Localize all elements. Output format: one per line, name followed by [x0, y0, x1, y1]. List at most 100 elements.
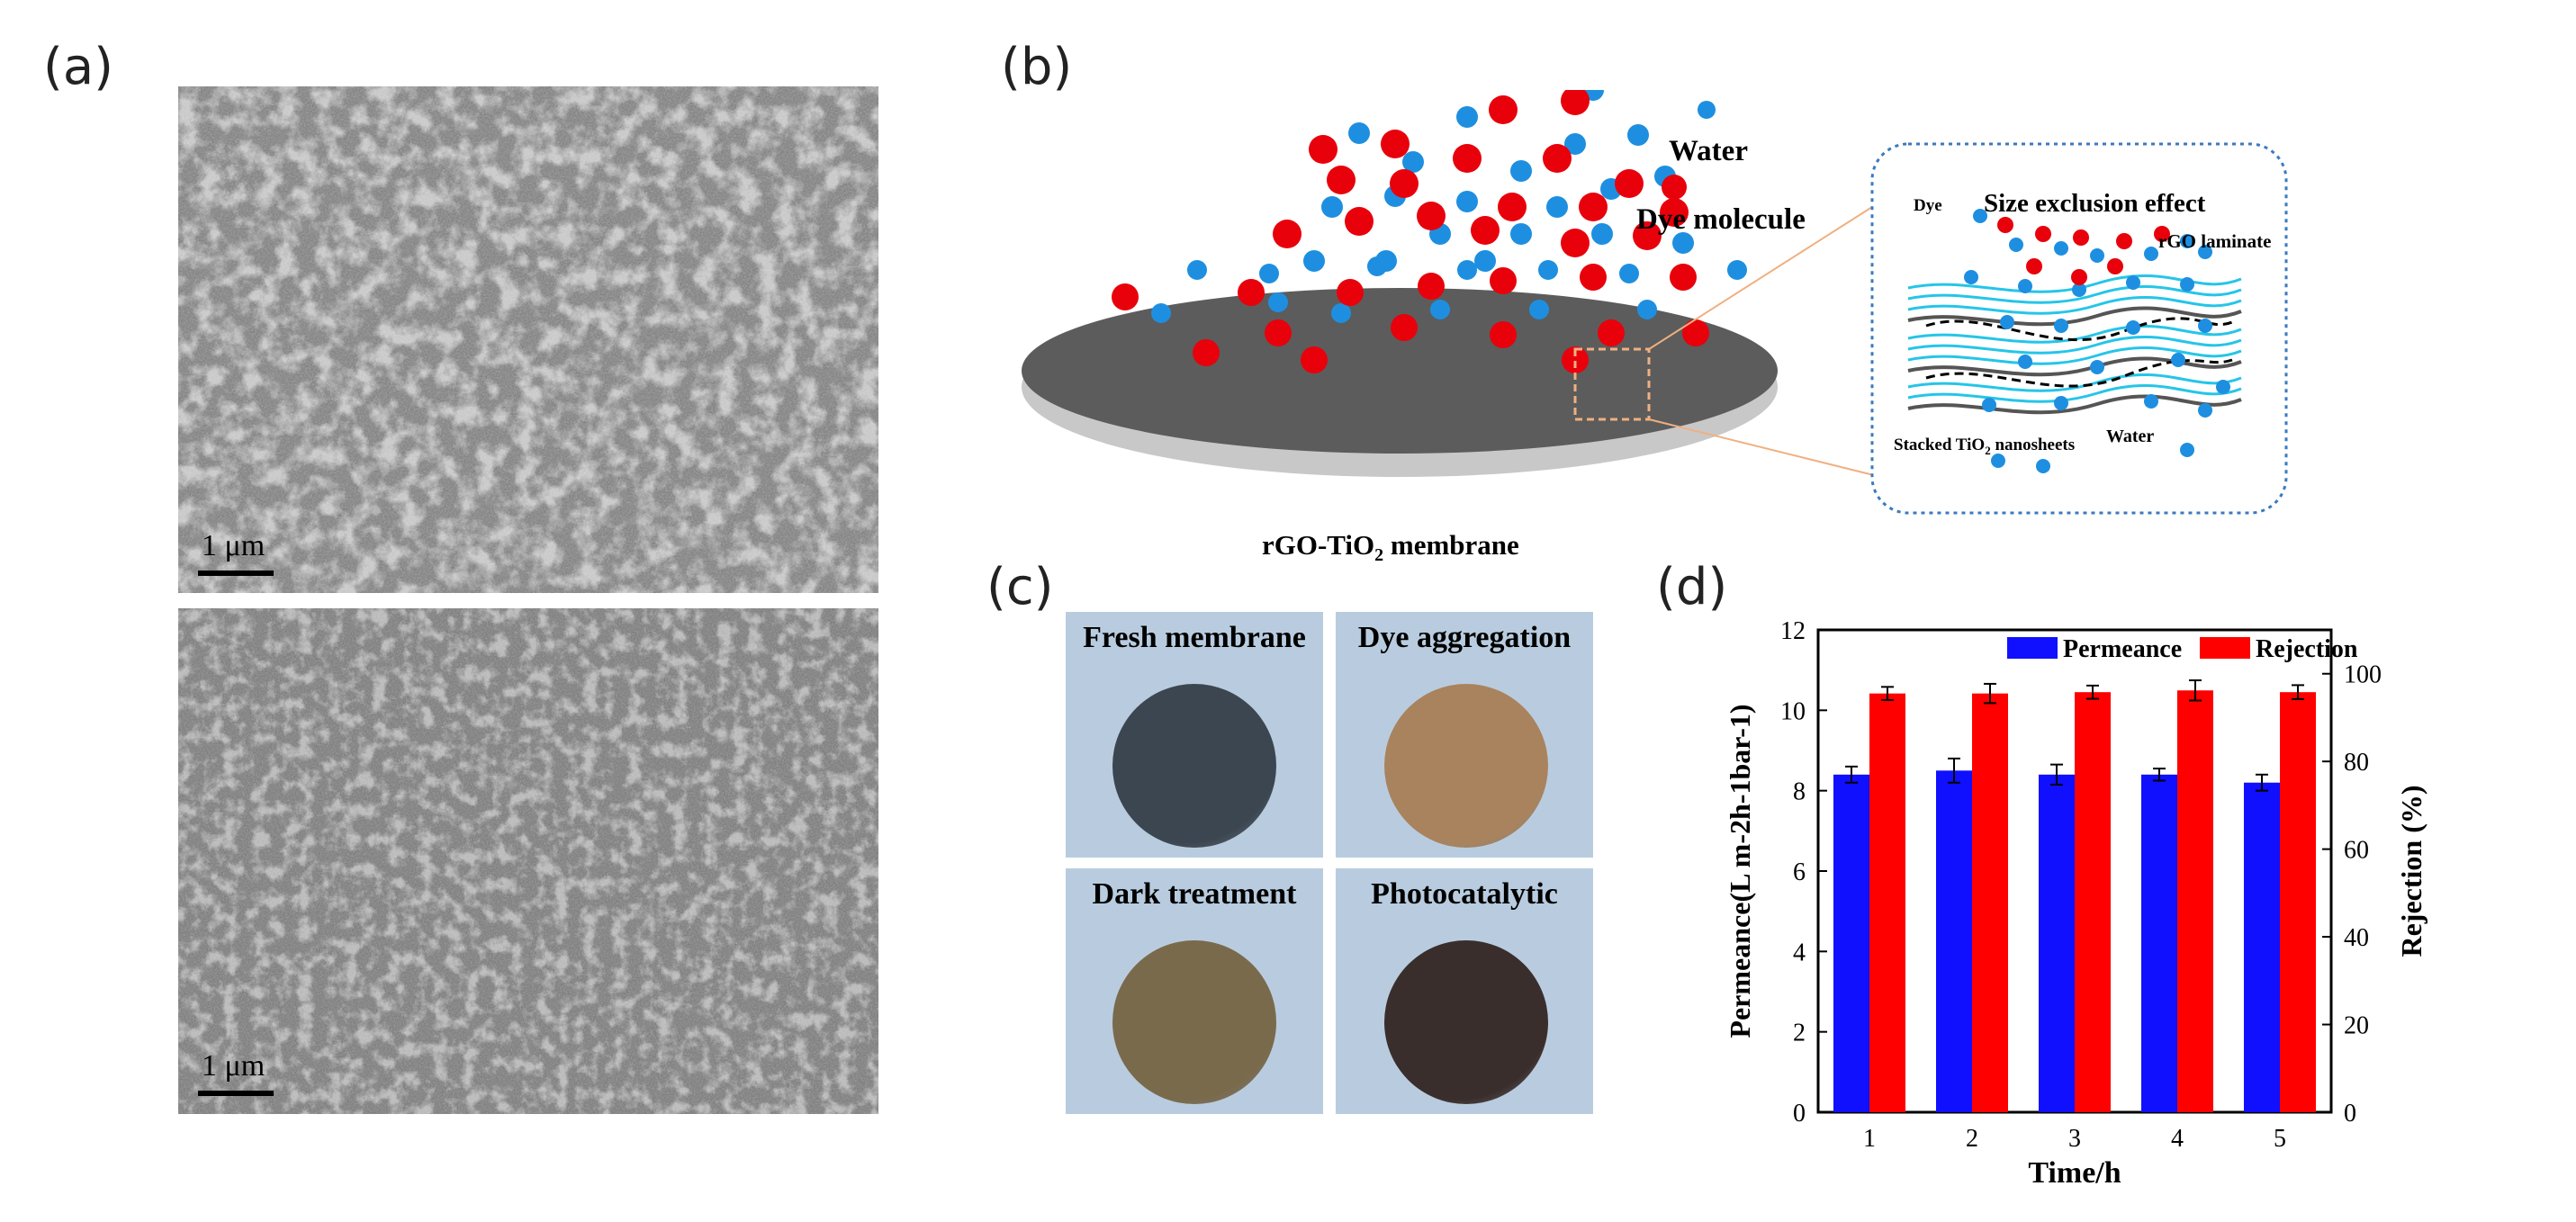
dye-molecule — [1453, 144, 1482, 173]
dye-molecule — [2154, 226, 2170, 242]
inset-title: Size exclusion effect — [1984, 189, 2206, 218]
zoom-line-top — [1648, 206, 1873, 350]
dye-molecule — [2116, 233, 2132, 249]
photo-title: Fresh membrane — [1083, 621, 1306, 654]
water-molecule — [2018, 279, 2032, 293]
y-left-tick-label: 0 — [1793, 1100, 1806, 1128]
water-molecule — [2180, 277, 2194, 292]
dye-molecule — [1418, 273, 1445, 300]
dye-molecule — [1381, 130, 1410, 158]
dye-molecule — [1327, 166, 1356, 194]
water-molecule — [1529, 300, 1549, 319]
membrane-disk-top — [1022, 288, 1778, 454]
panel-label-c: (c) — [986, 558, 1054, 616]
photo-title: Dark treatment — [1092, 877, 1297, 911]
water-molecule — [1456, 191, 1478, 212]
y-right-tick-label: 20 — [2344, 1012, 2369, 1040]
legend-swatch — [2007, 637, 2058, 659]
water-molecule — [1331, 303, 1351, 323]
dye-molecule — [1391, 314, 1418, 341]
bar-rejection — [2177, 690, 2213, 1112]
photo-dye-aggregation: Dye aggregation — [1336, 612, 1593, 858]
inset-rgo-label: rGO laminate — [2158, 230, 2272, 252]
scale-label-bottom: 1 μm — [202, 1049, 266, 1083]
water-molecule — [1430, 300, 1450, 319]
dye-molecule — [1579, 193, 1608, 221]
dye-molecule — [1471, 216, 1500, 245]
water-molecule — [1151, 303, 1171, 323]
dye-molecule — [1309, 135, 1338, 164]
dye-molecule — [1265, 319, 1292, 346]
x-tick-label: 4 — [2171, 1125, 2184, 1153]
scale-bar-bottom — [198, 1091, 274, 1096]
water-molecule — [1510, 223, 1532, 245]
nanosheet-layers — [1907, 274, 2242, 415]
bar-permeance — [2039, 774, 2075, 1112]
water-molecule — [1402, 151, 1424, 173]
y-right-tick-label: 60 — [2344, 837, 2369, 865]
dye-molecule — [1598, 319, 1625, 346]
bar-rejection — [2280, 692, 2316, 1112]
water-molecule — [2090, 248, 2104, 263]
photo-dark-treatment: Dark treatment — [1066, 868, 1323, 1114]
membrane-disc — [1384, 684, 1548, 848]
dye-molecule — [1543, 144, 1572, 173]
panel-label-b: (b) — [1001, 38, 1073, 96]
water-molecule — [1367, 256, 1387, 276]
water-molecule — [1627, 124, 1649, 146]
water-molecule — [1964, 270, 1978, 284]
panel-label-d: (d) — [1656, 558, 1728, 616]
water-molecule — [1303, 250, 1325, 272]
water-molecule — [2198, 403, 2212, 418]
water-molecule — [1973, 209, 1987, 223]
dye-molecule — [1660, 198, 1689, 227]
dye-molecule — [2107, 258, 2123, 274]
dye-molecule — [1345, 207, 1374, 236]
water-molecule — [1991, 454, 2005, 468]
water-molecule — [2036, 459, 2050, 473]
water-molecule — [2054, 319, 2068, 333]
water-molecule — [2171, 353, 2185, 367]
dye-molecule — [1682, 319, 1709, 346]
water-molecule — [1564, 133, 1586, 155]
water-molecule — [1619, 264, 1639, 283]
sem-image-top — [178, 86, 878, 593]
dye-molecule — [1498, 193, 1527, 221]
water-molecule — [1457, 260, 1477, 280]
water-molecule — [2126, 275, 2140, 290]
water-molecule — [2090, 360, 2104, 374]
dye-molecule — [2026, 258, 2042, 274]
water-molecule — [1672, 232, 1694, 254]
x-tick-label: 2 — [1966, 1125, 1978, 1153]
panel-label-a: (a) — [43, 38, 114, 96]
photo-fresh-membrane: Fresh membrane — [1066, 612, 1323, 858]
zoom-box — [1573, 347, 1651, 421]
water-molecule — [1348, 122, 1370, 144]
inset-dye-label: Dye — [1914, 196, 1942, 215]
inset-stacked-label: Stacked TiO2 nanosheets — [1894, 436, 2076, 457]
bar-permeance — [1833, 774, 1869, 1112]
photo-title: Photocatalytic — [1371, 877, 1558, 911]
bar-rejection — [1869, 693, 1905, 1112]
dye-molecule — [1580, 264, 1607, 291]
legend-label: Rejection — [2256, 635, 2358, 663]
x-tick-label: 3 — [2068, 1125, 2081, 1153]
water-molecule — [1510, 160, 1532, 182]
inset-molecules-group — [1964, 209, 2230, 473]
dye-molecule — [1489, 95, 1518, 124]
dye-molecule — [1238, 279, 1265, 306]
legend-water-marker — [1698, 101, 1716, 119]
dye-molecule — [1562, 346, 1589, 373]
membrane-disc — [1384, 940, 1548, 1104]
water-molecule — [1727, 260, 1747, 280]
y-left-tick-label: 12 — [1780, 617, 1806, 645]
dye-molecule — [1561, 229, 1590, 257]
water-molecule — [1982, 398, 1996, 412]
dye-molecule — [2035, 226, 2051, 242]
y-right-tick-label: 0 — [2344, 1100, 2356, 1128]
y-left-tick-label: 10 — [1780, 697, 1806, 725]
water-molecule — [2144, 247, 2158, 261]
water-molecule — [1268, 292, 1288, 312]
y-left-tick-label: 4 — [1793, 939, 1806, 966]
water-molecule — [1474, 250, 1496, 272]
